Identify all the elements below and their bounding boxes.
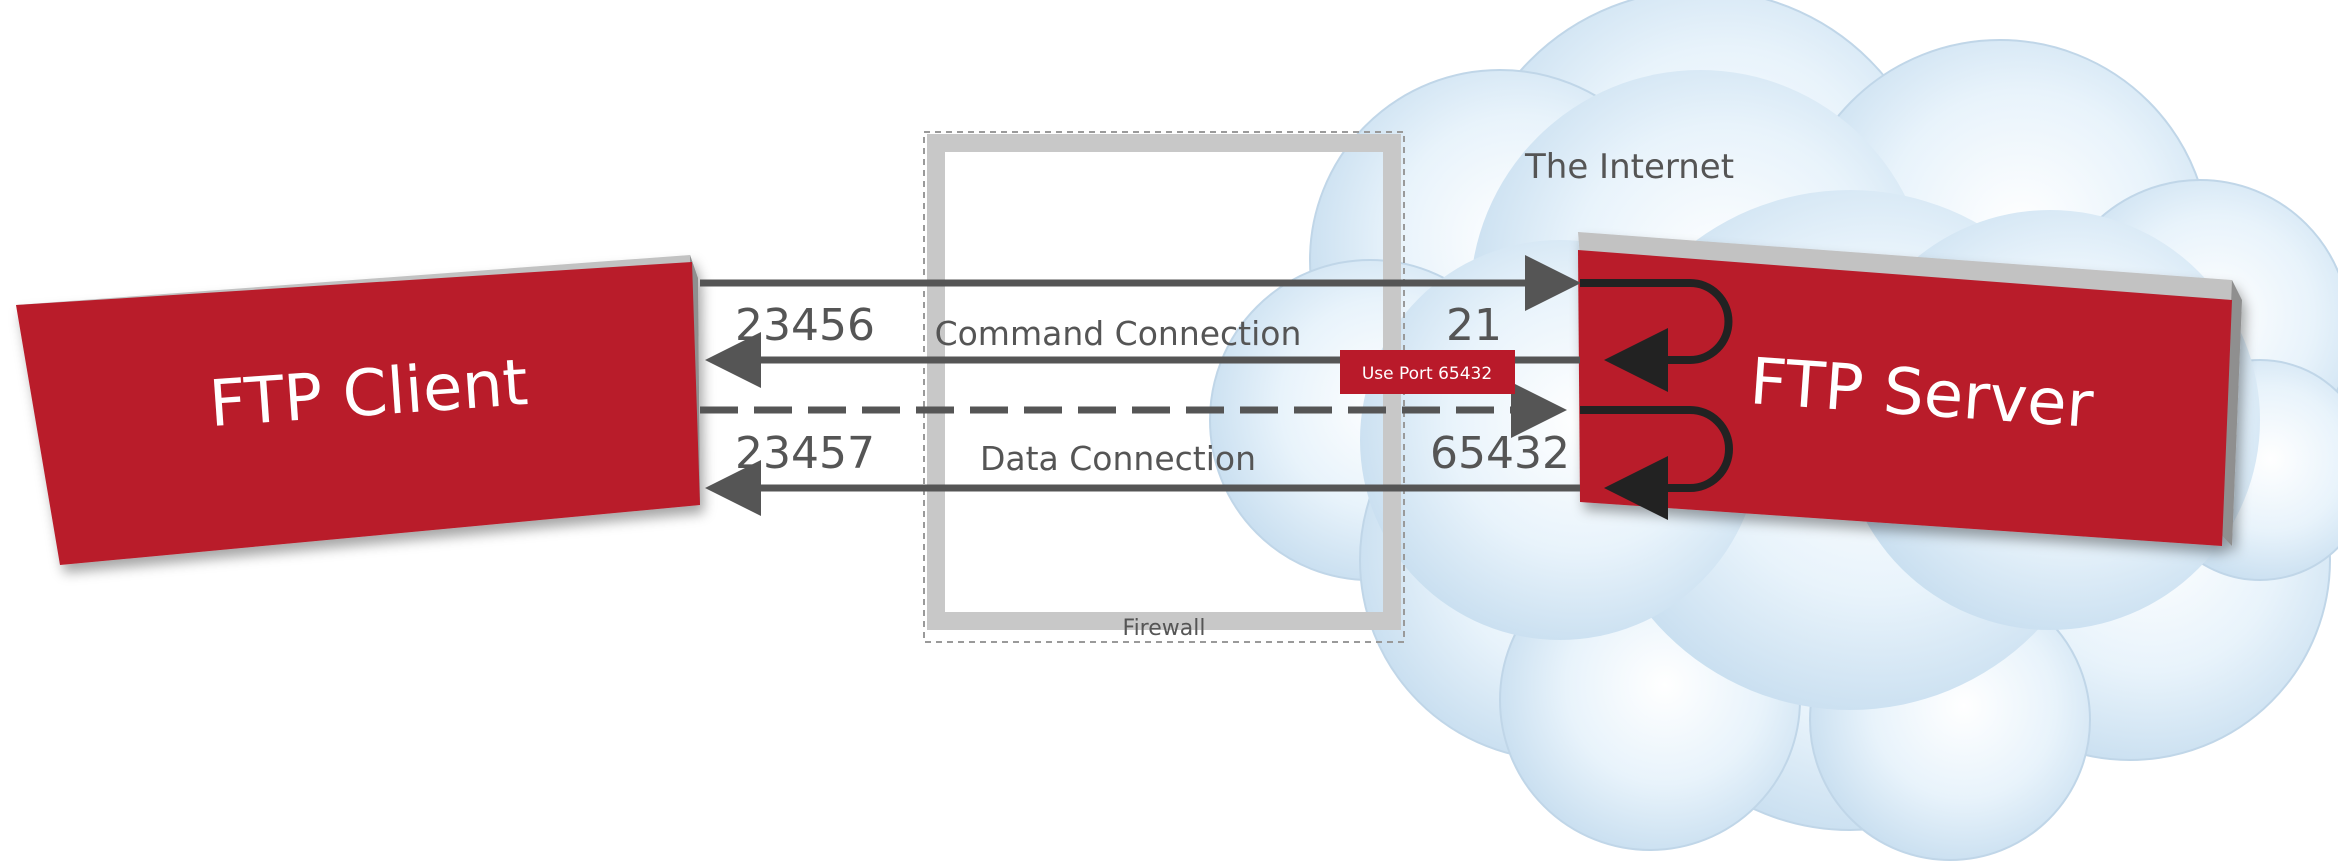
ftp-client-box bbox=[16, 255, 700, 565]
data-server-port: 65432 bbox=[1430, 428, 1570, 479]
data-loop-arrow bbox=[1580, 406, 1733, 520]
data-connection-label: Data Connection bbox=[980, 439, 1256, 478]
use-port-badge bbox=[1340, 350, 1515, 394]
command-server-port: 21 bbox=[1446, 300, 1502, 351]
command-client-port: 23456 bbox=[735, 300, 875, 351]
use-port-badge-text: Use Port 65432 bbox=[1362, 364, 1492, 384]
internet-label: The Internet bbox=[1524, 147, 1734, 187]
firewall-label: Firewall bbox=[1123, 616, 1206, 641]
ftp-server-box bbox=[1578, 232, 2242, 546]
command-loop-arrow bbox=[1580, 279, 1733, 392]
data-client-port: 23457 bbox=[735, 428, 875, 479]
command-connection-label: Command Connection bbox=[935, 314, 1302, 353]
